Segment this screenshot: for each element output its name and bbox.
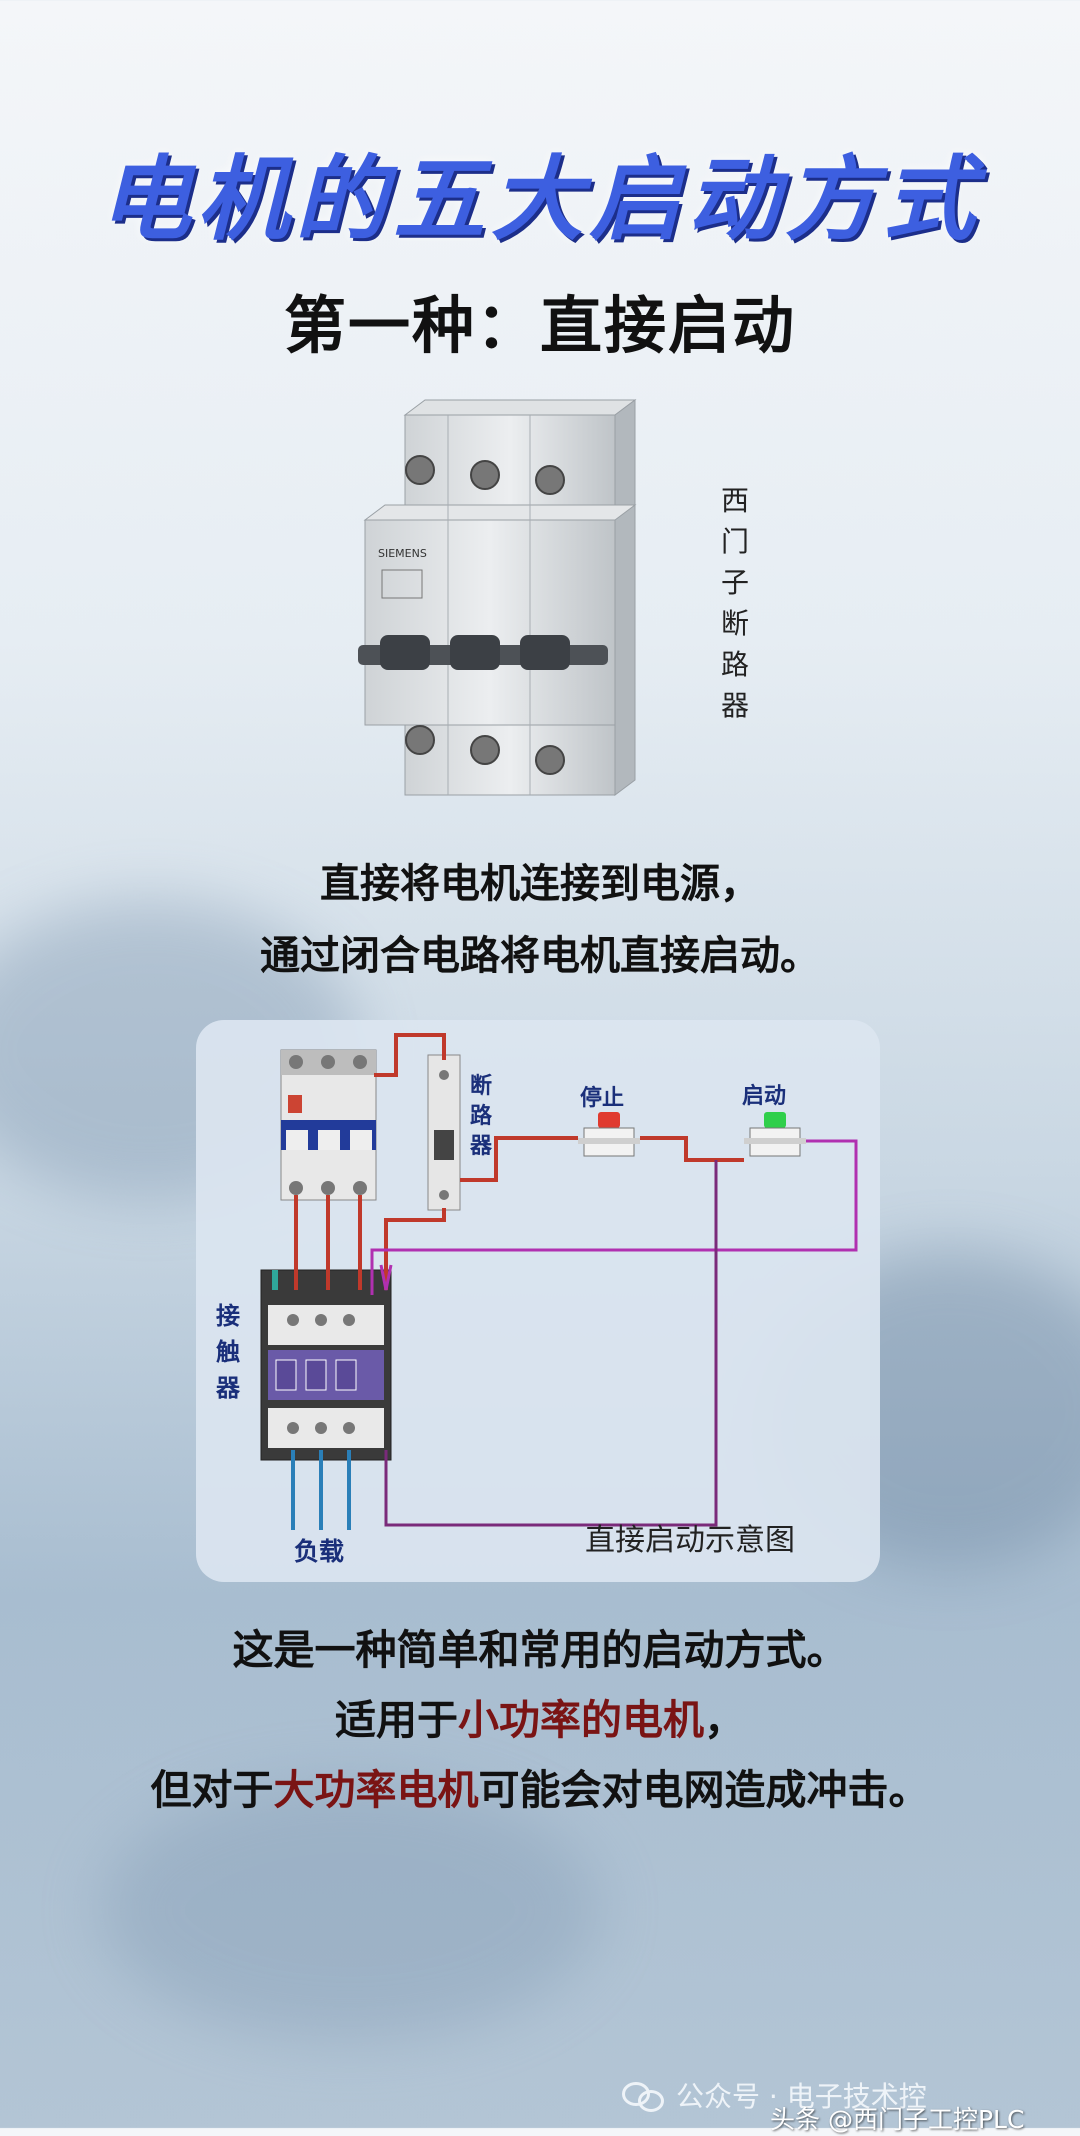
section-subtitle: 第一种：直接启动 bbox=[283, 289, 796, 362]
background-stain bbox=[100, 1780, 600, 2040]
product-label: 西 门 子 断 路 器 bbox=[720, 484, 749, 722]
circuit-breaker-image: SIEMENS bbox=[350, 395, 670, 805]
summary-text: 可能会对电网造成冲击。 bbox=[478, 1766, 930, 1814]
summary-text: 但对于 bbox=[150, 1766, 274, 1814]
summary-line: 适用于小功率的电机， bbox=[0, 1685, 1080, 1755]
footer-account: 公众号 · 电子技术控 bbox=[622, 2075, 927, 2115]
label-contactor: 接触器 bbox=[216, 1302, 240, 1402]
contactor-image bbox=[260, 1269, 392, 1461]
wiring-diagram: 断路器 停止 启动 接触器 负载 bbox=[196, 1020, 880, 1582]
summary-line: 这是一种简单和常用的启动方式。 bbox=[232, 1626, 848, 1674]
summary-text: 适用于 bbox=[335, 1696, 458, 1744]
stop-button-image bbox=[578, 1112, 640, 1157]
account-name: 公众号 · 电子技术控 bbox=[676, 2080, 927, 2113]
wechat-icon bbox=[622, 2078, 666, 2112]
summary-line: 但对于大功率电机可能会对电网造成冲击。 bbox=[0, 1755, 1080, 1825]
label-load: 负载 bbox=[294, 1537, 345, 1566]
summary-text: ， bbox=[704, 1696, 745, 1744]
highlight-text: 小功率的电机 bbox=[458, 1696, 704, 1744]
load-wires bbox=[291, 1450, 351, 1530]
purple-wires bbox=[370, 1139, 858, 1295]
intro-line: 通过闭合电路将电机直接启动。 bbox=[260, 933, 820, 979]
return-wire bbox=[384, 1160, 718, 1527]
three-pole-breaker-image bbox=[280, 1049, 377, 1201]
label-start: 启动 bbox=[742, 1084, 787, 1109]
label-breaker: 断路器 bbox=[470, 1074, 493, 1159]
page-title: 电机的五大启动方式 bbox=[98, 146, 981, 253]
label-stop: 停止 bbox=[580, 1086, 625, 1111]
single-breaker-image bbox=[427, 1054, 461, 1211]
intro-paragraph: 直接将电机连接到电源， 通过闭合电路将电机直接启动。 bbox=[0, 848, 1080, 992]
highlight-text: 大功率电机 bbox=[273, 1766, 479, 1814]
intro-line: 直接将电机连接到电源， bbox=[320, 861, 760, 907]
watermark: 头条 @西门子工控PLC bbox=[770, 2105, 1025, 2134]
breaker-brand: SIEMENS bbox=[378, 547, 427, 560]
start-button-image bbox=[744, 1112, 806, 1157]
summary-paragraph: 这是一种简单和常用的启动方式。 适用于小功率的电机， 但对于大功率电机可能会对电… bbox=[0, 1615, 1080, 1825]
diagram-caption: 直接启动示意图 bbox=[585, 1523, 795, 1558]
